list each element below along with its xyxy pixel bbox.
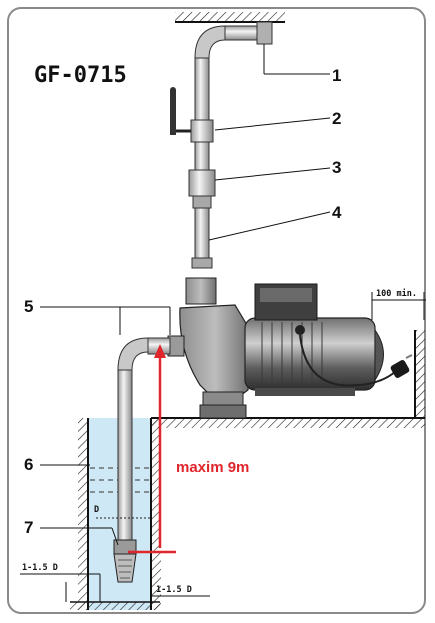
callout-5: 5 [24, 297, 33, 316]
centrifugal-pump [167, 277, 251, 419]
suction-pipe [117, 337, 171, 541]
bottom-clearance [20, 573, 210, 602]
power-cable [299, 334, 413, 387]
vertical-pipe [191, 207, 213, 269]
diameter-label: D [94, 505, 99, 515]
ceiling [175, 12, 285, 23]
foot-valve [113, 539, 137, 583]
foot-clearance-left-label: 1-1.5 D [22, 563, 58, 573]
clearance-dimension [371, 292, 426, 320]
diameter-marker: D [94, 505, 150, 519]
right-wall [414, 330, 425, 418]
model-title: GF-0715 [34, 63, 127, 88]
discharge-pipe [194, 21, 330, 121]
clearance-label: 100 min. [376, 288, 417, 299]
ground [70, 417, 425, 610]
callout-1: 1 [332, 66, 341, 85]
callout-7: 7 [24, 518, 33, 537]
electric-motor [244, 283, 384, 396]
suction-bracket [40, 306, 171, 335]
callout-leaders [40, 117, 331, 546]
callout-3: 3 [332, 158, 341, 177]
check-valve [188, 169, 216, 209]
callout-4: 4 [332, 203, 342, 222]
foot-clearance-right-label: 1-1.5 D [156, 585, 192, 595]
max-depth-arrow [128, 344, 176, 554]
max-depth-label: maxim 9m [176, 459, 249, 476]
ball-valve [170, 87, 214, 171]
callout-6: 6 [24, 455, 33, 474]
callout-2: 2 [332, 109, 341, 128]
